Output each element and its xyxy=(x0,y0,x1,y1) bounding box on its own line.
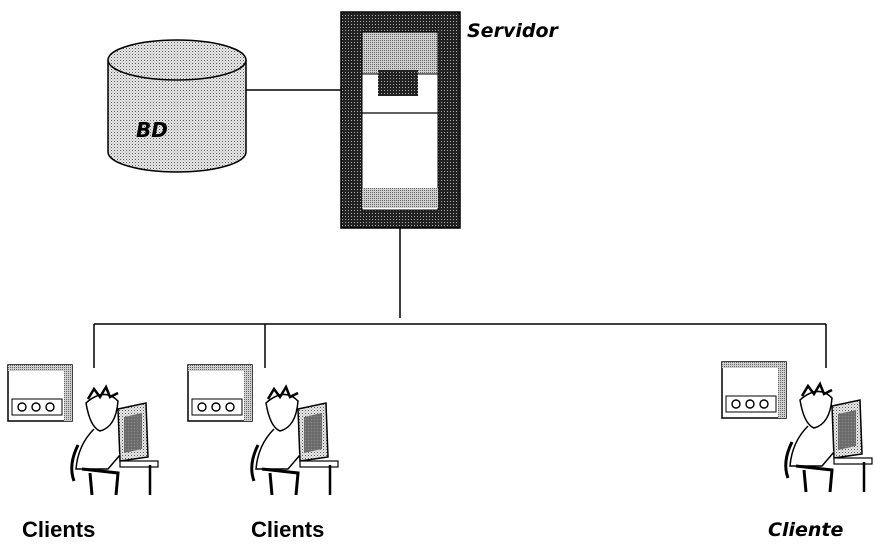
person-figure xyxy=(784,381,835,493)
desktop-unit xyxy=(187,364,253,422)
desktop-unit xyxy=(721,361,787,419)
person-figure xyxy=(250,384,301,496)
person-figure xyxy=(70,384,121,496)
server-label: Servidor xyxy=(467,20,558,42)
client-workstation-icon-1 xyxy=(7,364,159,496)
database-cylinder-icon xyxy=(107,39,247,173)
client-workstation-icon-2 xyxy=(187,364,339,496)
monitor xyxy=(117,402,159,495)
database-label: BD xyxy=(136,118,168,142)
client-label-3: Cliente xyxy=(768,519,844,541)
monitor xyxy=(831,399,873,492)
client-label-1: Clients xyxy=(22,517,96,542)
monitor xyxy=(297,402,339,495)
desktop-unit xyxy=(7,364,73,422)
server-tower-icon xyxy=(340,11,461,229)
client-workstation-icon-3 xyxy=(721,361,873,493)
connection-lines xyxy=(93,89,827,368)
client-label-2: Clients xyxy=(251,517,325,542)
